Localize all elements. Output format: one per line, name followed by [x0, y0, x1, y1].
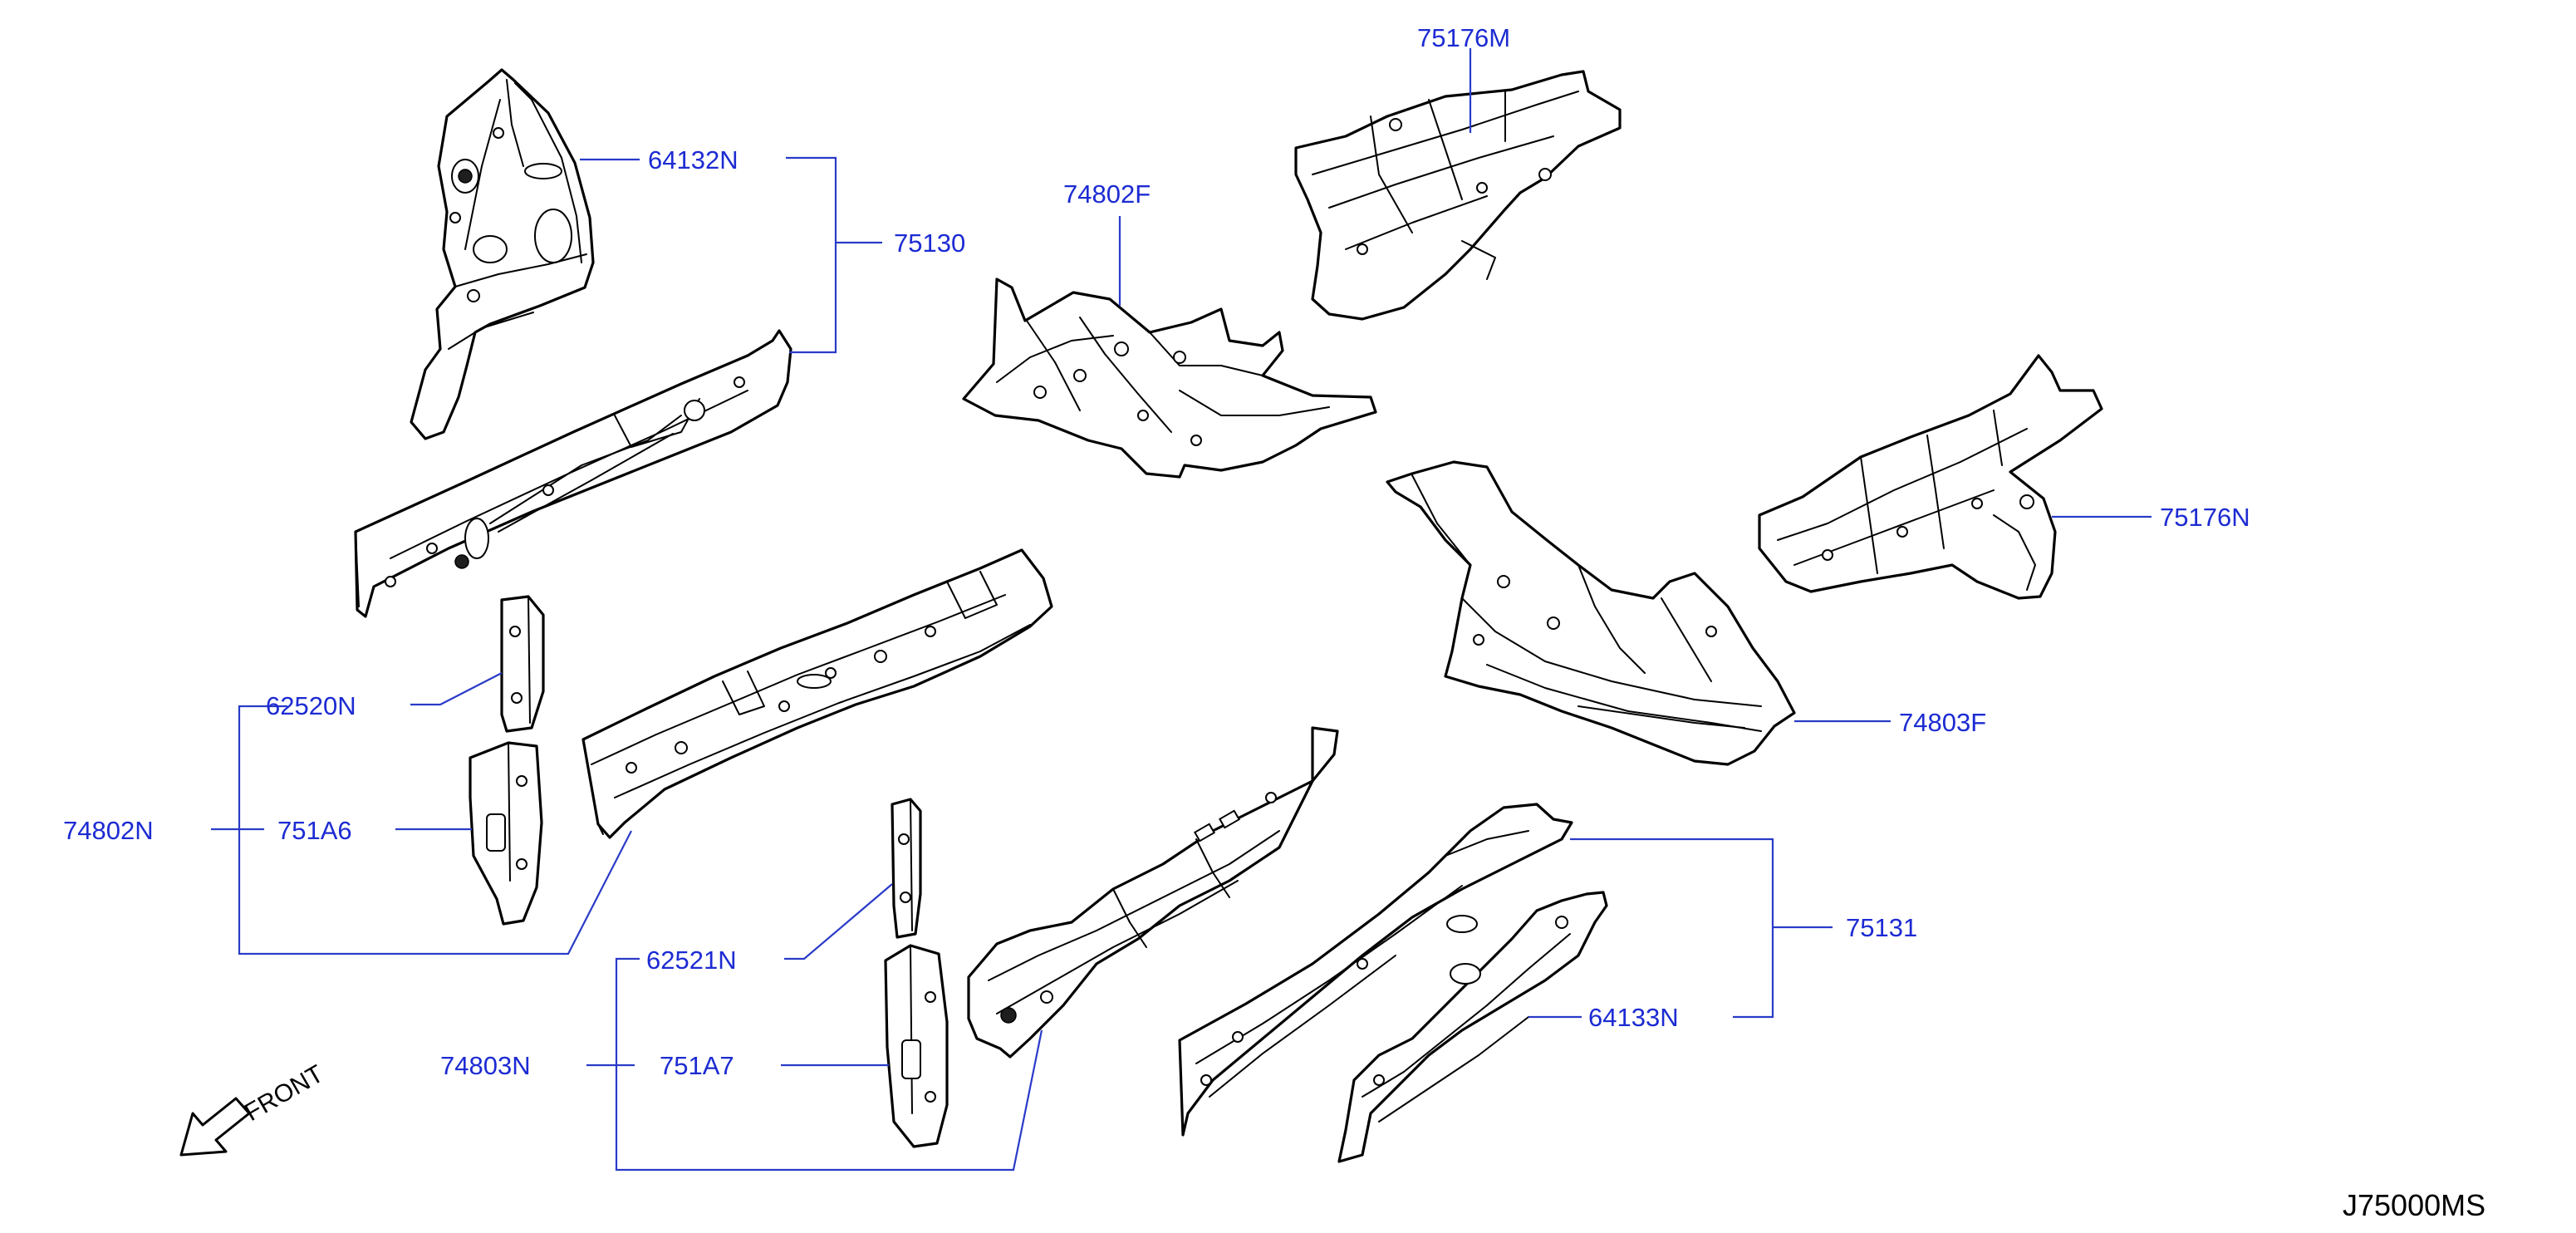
callout-74802f: 74802F [1063, 179, 1151, 209]
part-crossmember-75176m [1294, 70, 1622, 321]
part-crossmember-75176n [1758, 354, 2103, 600]
part-hoodledge-lower-rh [1178, 803, 1573, 1137]
callout-74802n: 74802N [63, 816, 154, 845]
callout-751a6: 751A6 [277, 816, 352, 845]
leader-62521n [784, 883, 893, 960]
part-bracket-62520n [500, 595, 545, 733]
callout-75176m: 75176M [1417, 23, 1510, 52]
front-indicator: FRONT [179, 1060, 328, 1157]
leader-75130-bracket [786, 156, 837, 354]
leader-lines [211, 48, 2152, 1172]
part-hoodledge-upper-rh [1337, 891, 1608, 1163]
front-label: FRONT [240, 1060, 328, 1127]
part-side-member-74802f [962, 278, 1377, 479]
callout-74803n: 74803N [440, 1051, 531, 1080]
diagram-code: J75000MS [2343, 1188, 2485, 1222]
callout-64133n: 64133N [1588, 1003, 1679, 1032]
callout-62520n: 62520N [266, 691, 356, 720]
part-side-member-74803f [1386, 460, 1796, 766]
callout-75176n: 75176N [2160, 503, 2250, 532]
part-bracket-62521n [891, 798, 922, 939]
callout-75130: 75130 [894, 228, 965, 258]
part-side-member-74802n [581, 548, 1053, 839]
part-side-member-74803n [967, 726, 1339, 1059]
callout-74803f: 74803F [1899, 708, 1986, 737]
part-bracket-751a7 [884, 944, 949, 1148]
leader-74803n-bracket [615, 957, 1043, 1172]
leader-62520n [410, 672, 503, 706]
leader-75131-bracket [1570, 838, 1774, 1019]
part-hoodledge-upper-lh [410, 68, 595, 440]
callout-75131: 75131 [1846, 913, 1917, 942]
part-bracket-751a6 [469, 741, 543, 926]
callout-labels: 64132N 75130 74802F 75176M 75176N 62520N… [63, 23, 2250, 1080]
front-arrow-icon [179, 1097, 251, 1157]
callout-751a7: 751A7 [660, 1051, 734, 1080]
callout-62521n: 62521N [646, 946, 737, 975]
callout-64132n: 64132N [648, 145, 738, 174]
leader-74802n-bracket [238, 705, 632, 955]
part-hoodledge-lower-lh [354, 329, 792, 618]
